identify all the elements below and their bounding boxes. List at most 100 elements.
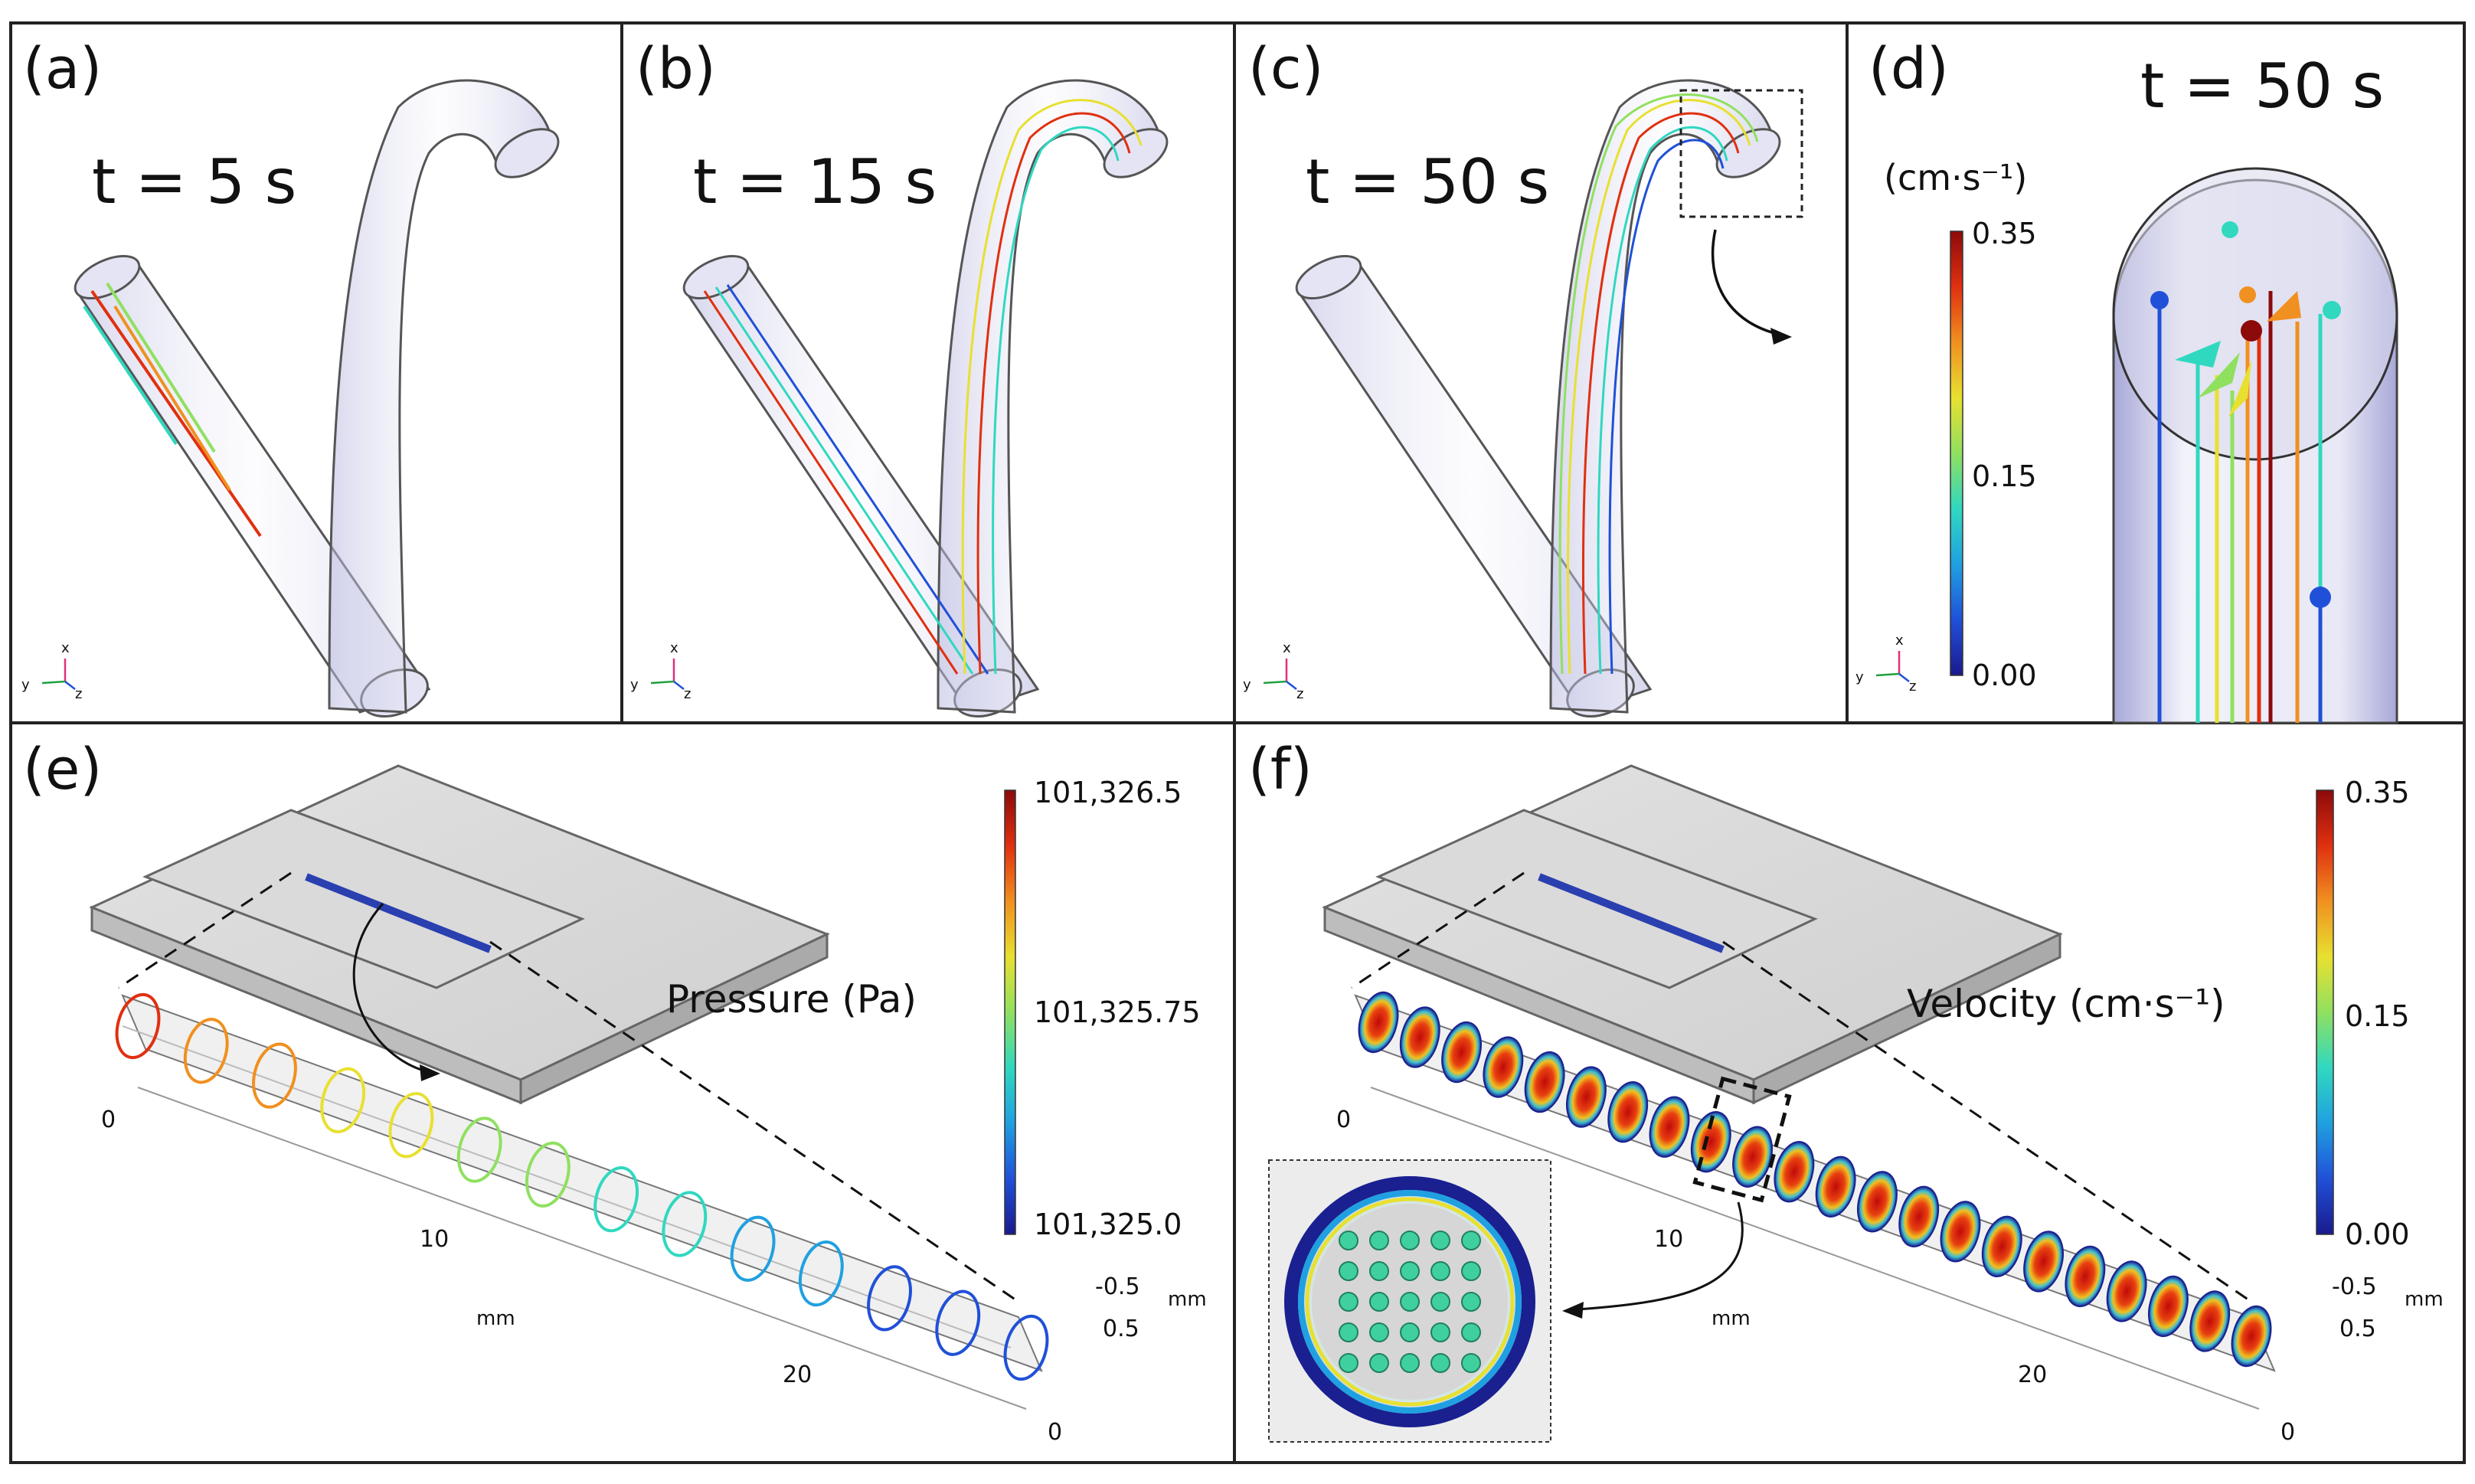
panel-label-c: (c) — [1248, 36, 1323, 102]
velocity-disc — [1441, 1021, 1482, 1084]
time-label-c: t = 50 s — [1306, 146, 1549, 217]
tube-c — [1295, 79, 1781, 717]
inset-particle — [1369, 1231, 1389, 1250]
colorbar-f — [2316, 789, 2334, 1235]
axis-unit-f: mm — [1712, 1307, 1751, 1330]
axis-triad-a — [41, 659, 76, 690]
tick-f-neg05: -0.5 — [2332, 1273, 2377, 1300]
tick-f-0b: 0 — [2280, 1419, 2295, 1446]
panel-label-d: (d) — [1869, 36, 1949, 102]
pressure-rings — [115, 992, 1049, 1381]
inset-particle — [1430, 1322, 1450, 1342]
panel-d: (cm·s⁻¹) 0.35 0.15 0.00 x y z (d) t = 50… — [1855, 36, 2398, 724]
tick-f-20: 20 — [2018, 1361, 2047, 1388]
inset-particle-grid — [1339, 1231, 1481, 1373]
inset-particle — [1369, 1292, 1389, 1312]
panel-frame — [9, 21, 2466, 1464]
pressure-ring — [388, 1092, 434, 1159]
inset-particle — [1430, 1292, 1450, 1312]
inset-particle — [1369, 1261, 1389, 1281]
inset-particle — [1339, 1353, 1358, 1373]
time-label-a: t = 5 s — [92, 146, 296, 217]
inset-particle — [1339, 1322, 1358, 1342]
zoom-line-left-f — [1351, 871, 1525, 989]
pressure-ring — [456, 1116, 502, 1183]
panel-label-a: (a) — [23, 36, 102, 102]
tick-e-20: 20 — [783, 1361, 812, 1388]
axis-z-label: z — [75, 686, 82, 702]
colorbar-f-mid: 0.15 — [2345, 999, 2410, 1033]
inset-particle — [1461, 1292, 1481, 1312]
colorbar-f-max: 0.35 — [2345, 776, 2410, 809]
panel-label-b: (b) — [636, 36, 716, 102]
axis-triad-c — [1263, 659, 1297, 690]
pressure-ring — [593, 1166, 639, 1233]
velocity-disc — [1690, 1111, 1731, 1173]
colorbar-e — [1004, 789, 1016, 1235]
streamlines-d — [2157, 291, 2323, 723]
velocity-disc — [1815, 1155, 1856, 1218]
colorbar-f-min: 0.00 — [2345, 1218, 2410, 1251]
pressure-ring — [798, 1240, 844, 1307]
panel-label-f: (f) — [1248, 737, 1313, 802]
velocity-disc — [1940, 1201, 1981, 1263]
tick-f-05: 0.5 — [2339, 1316, 2376, 1342]
axis-x-label: x — [670, 640, 678, 656]
time-label-b: t = 15 s — [693, 146, 937, 217]
colorbar-e-max: 101,326.5 — [1034, 776, 1182, 809]
velocity-disc — [2106, 1260, 2147, 1322]
arrow-heads-d — [2150, 221, 2341, 608]
panel-b: x y z (b) t = 15 s — [630, 36, 1169, 717]
axis-y-label: y — [630, 677, 639, 693]
velocity-disc — [1857, 1171, 1898, 1233]
tick-e-10: 10 — [420, 1226, 449, 1253]
velocity-disc — [2231, 1305, 2272, 1368]
inset-particle — [1461, 1353, 1481, 1373]
velocity-disc — [2189, 1290, 2231, 1352]
colorbar-d-min: 0.00 — [1972, 659, 2037, 692]
tube-d-cap — [2112, 167, 2398, 461]
velocity-disc — [1566, 1066, 1607, 1128]
inset-particle — [1400, 1353, 1420, 1373]
axis-triad-b — [650, 659, 685, 690]
chip-f — [1322, 764, 2063, 1105]
zoom-line-left — [118, 871, 292, 989]
axis-triad-d — [1875, 651, 1910, 682]
axis-y-label: y — [1243, 677, 1251, 693]
colorbar-e-min: 101,325.0 — [1034, 1208, 1182, 1241]
velocity-disc — [1483, 1036, 1524, 1098]
tick-e-neg05: -0.5 — [1095, 1273, 1140, 1300]
zoom-arrow — [1711, 229, 1785, 337]
axis-unit-f2: mm — [2405, 1288, 2444, 1311]
inset-particle — [1400, 1322, 1420, 1342]
inset-particle — [1461, 1322, 1481, 1342]
velocity-disc — [1524, 1051, 1565, 1113]
inset-particle — [1430, 1261, 1450, 1281]
pressure-ring — [935, 1290, 981, 1356]
zoom-arrowhead — [1770, 328, 1792, 345]
zoom-box — [1679, 89, 1803, 218]
pressure-ring — [730, 1215, 776, 1282]
tick-e-05: 0.5 — [1103, 1316, 1139, 1342]
axis-unit-e: mm — [476, 1307, 515, 1330]
channel-e — [121, 994, 1043, 1410]
pressure-title: Pressure (Pa) — [666, 977, 917, 1021]
colorbar-d-max: 0.35 — [1972, 217, 2037, 250]
zoom-box-f — [1692, 1076, 1792, 1203]
tick-e-0b: 0 — [1048, 1419, 1062, 1446]
inset-f — [1268, 1159, 1551, 1443]
inset-particle — [1339, 1231, 1358, 1250]
velocity-disc — [1358, 991, 1399, 1054]
zoom-arrow-f — [1577, 1201, 1744, 1311]
pressure-ring — [525, 1141, 571, 1208]
velocity-disc — [1607, 1081, 1649, 1143]
pressure-ring — [662, 1191, 708, 1257]
inset-particle — [1400, 1261, 1420, 1281]
panel-f: 0.35 0.15 0.00 Velocity (cm·s⁻¹) 0 10 20… — [1248, 737, 2444, 1446]
tick-f-0: 0 — [1336, 1106, 1351, 1133]
panel-e: 101,326.5 101,325.75 101,325.0 Pressure … — [23, 737, 1207, 1446]
streamlines-c — [1558, 93, 1759, 675]
axis-y-label: y — [21, 677, 30, 693]
inset-particle — [1369, 1353, 1389, 1373]
chip-e — [89, 764, 830, 1105]
